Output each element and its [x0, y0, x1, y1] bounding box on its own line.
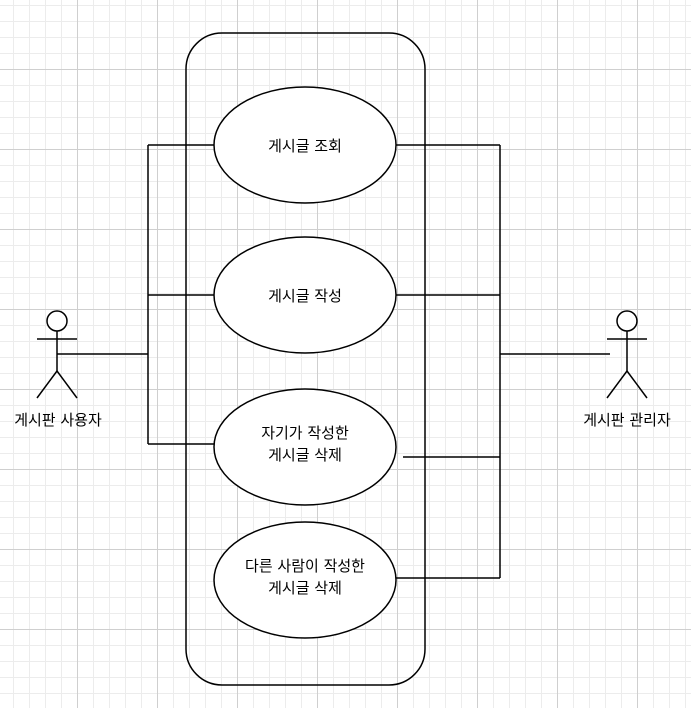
user-connectors	[57, 144, 214, 445]
use-case-delete-own-post-label-line2: 게시글 삭제	[268, 446, 342, 464]
use-case-delete-others-post[interactable]: 다른 사람이 작성한 게시글 삭제	[213, 521, 397, 639]
actor-admin[interactable]: 게시판 관리자	[583, 310, 671, 429]
use-case-delete-others-post-shape	[213, 521, 397, 639]
actor-user[interactable]: 게시판 사용자	[14, 310, 102, 429]
actor-admin-label: 게시판 관리자	[583, 411, 671, 429]
use-case-delete-own-post-shape	[213, 388, 397, 506]
use-case-write-post-label: 게시글 작성	[268, 287, 342, 305]
admin-connectors	[395, 144, 610, 579]
use-case-delete-own-post[interactable]: 자기가 작성한 게시글 삭제	[213, 388, 397, 506]
use-case-write-post[interactable]: 게시글 작성	[213, 236, 397, 354]
use-case-delete-own-post-label-line1: 자기가 작성한	[261, 424, 349, 442]
system-boundary[interactable]	[185, 32, 426, 686]
actor-admin-figure-icon	[606, 310, 648, 399]
use-case-write-post-shape	[213, 236, 397, 354]
use-case-delete-others-post-label-line2: 게시글 삭제	[268, 579, 342, 597]
use-case-delete-others-post-label-line1: 다른 사람이 작성한	[245, 557, 365, 575]
actor-user-label: 게시판 사용자	[14, 411, 102, 429]
use-case-view-post-shape	[213, 86, 397, 204]
actor-user-figure-icon	[36, 310, 78, 399]
use-case-view-post[interactable]: 게시글 조회	[213, 86, 397, 204]
use-case-view-post-label: 게시글 조회	[268, 137, 342, 155]
